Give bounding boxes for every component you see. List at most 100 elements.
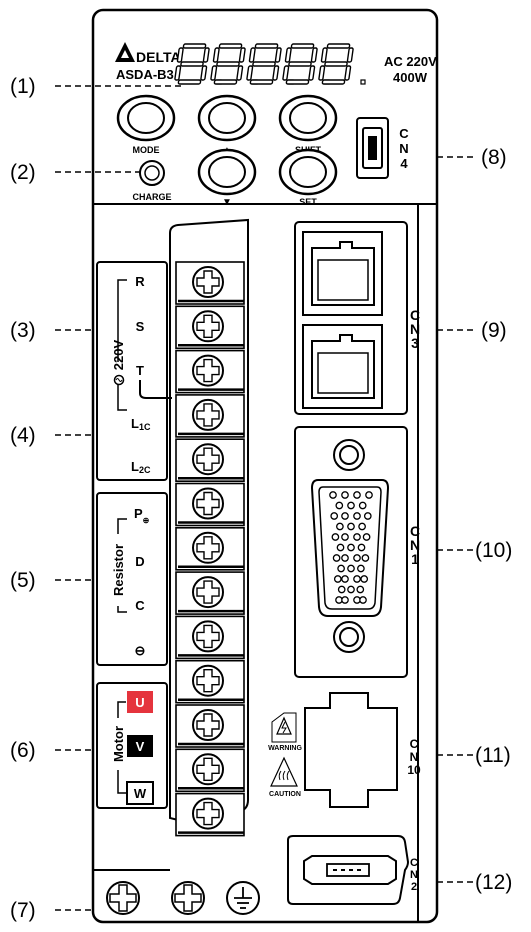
- terminal-label-minus: ⊖: [135, 643, 146, 658]
- callout-1-display: (1): [10, 75, 36, 98]
- ac-source-icon: [113, 374, 125, 386]
- cn1-pin: [347, 522, 355, 531]
- motor-u-badge: [127, 691, 153, 713]
- terminal-screws: [175, 261, 245, 837]
- terminal-screw: [175, 438, 245, 483]
- cn1-pin: [356, 585, 365, 594]
- set-key-label: SET: [299, 197, 317, 207]
- cn10-connector[interactable]: [304, 692, 398, 808]
- cn1-pins: [329, 491, 373, 604]
- cn1-pin: [329, 491, 337, 499]
- terminal-screw: [175, 305, 245, 350]
- cn1-pin: [357, 564, 365, 573]
- terminal-screw: [175, 261, 245, 305]
- callout-6-motor: (6): [10, 739, 36, 762]
- display-digit: [282, 43, 330, 85]
- shift-key[interactable]: [278, 94, 338, 142]
- cn1-pin: [336, 522, 344, 531]
- callout-8-cn4: (8): [481, 146, 507, 169]
- seven-segment-display: [174, 43, 366, 85]
- port-label-char: C: [410, 307, 420, 323]
- callout-5-regen: (5): [10, 569, 36, 592]
- terminal-label-l2c: L2C: [131, 459, 151, 475]
- cn1-pin: [335, 501, 344, 510]
- callout-4-control-power: (4): [10, 424, 36, 447]
- cn1-dsub-inner: [318, 486, 382, 610]
- cn1-pin: [341, 533, 349, 541]
- display-digit: [210, 43, 258, 85]
- regen-bracket: [117, 518, 127, 613]
- cn1-pin: [341, 554, 349, 562]
- cn1-pin: [362, 533, 371, 541]
- cn1-pin: [353, 533, 361, 541]
- regen-terminal-panel: [96, 492, 168, 666]
- cn1-pin: [333, 575, 342, 583]
- terminal-screw: [175, 615, 245, 660]
- motor-bracket: [117, 701, 126, 794]
- set-key[interactable]: [278, 148, 338, 196]
- port-label-char: N: [399, 141, 408, 156]
- rating-voltage-label: AC 220V: [384, 54, 437, 69]
- terminal-screw: [175, 704, 245, 748]
- port-label-char: 4: [400, 156, 408, 171]
- terminal-screw: [175, 526, 245, 571]
- display-digit: [174, 43, 222, 85]
- down-arrow-icon: ▼: [222, 197, 232, 208]
- callout-2-charge: (2): [10, 161, 36, 184]
- cn3-rj45-port-upper[interactable]: [302, 231, 383, 316]
- mode-key[interactable]: [116, 94, 176, 142]
- port-label-char: C: [399, 126, 409, 141]
- port-label-char: C: [410, 737, 419, 751]
- down-key[interactable]: [197, 148, 257, 196]
- caution-hot-surface-icon: [270, 756, 298, 787]
- terminal-label-l1c: L1C: [131, 416, 151, 432]
- cn1-pin: [360, 575, 369, 583]
- mode-key-label: MODE: [133, 145, 160, 155]
- cn3-rj45-port-lower[interactable]: [302, 324, 383, 409]
- cn1-pin: [341, 512, 349, 520]
- callout-leader-lines: [55, 85, 476, 911]
- terminal-label-p: P⊕: [134, 506, 150, 525]
- cn1-pin: [365, 491, 373, 499]
- cn1-pin: [332, 554, 341, 562]
- cn1-pin: [353, 491, 361, 499]
- port-label-char: C: [410, 857, 418, 869]
- charge-label: CHARGE: [132, 192, 171, 202]
- power-terminal-panel: [96, 261, 168, 481]
- cn1-pin: [337, 585, 346, 594]
- port-label-char: C: [410, 523, 420, 539]
- up-key[interactable]: [197, 94, 257, 142]
- terminal-label-c: C: [135, 598, 145, 613]
- cn1-pin: [336, 543, 345, 552]
- cn1-pin: [341, 491, 349, 499]
- terminal-label-w: W: [134, 786, 147, 801]
- ground-symbol-icon: [226, 881, 260, 915]
- port-label-char: 2: [411, 881, 417, 893]
- cn4-usb-port[interactable]: [356, 117, 389, 179]
- port-label-char: N: [410, 869, 418, 881]
- cn1-pin: [358, 522, 366, 531]
- brand-label: DELTA: [136, 49, 181, 65]
- cn1-pin: [347, 564, 355, 573]
- cn1-pin: [359, 596, 367, 604]
- terminal-screw: [175, 792, 245, 837]
- callout-11-cn10: (11): [475, 744, 511, 767]
- terminal-label-s: S: [136, 319, 145, 334]
- warning-triangle-icon: [271, 712, 297, 743]
- callout-3-power: (3): [10, 319, 36, 342]
- terminal-screw: [175, 349, 245, 394]
- cn1-pin: [347, 543, 355, 552]
- cn1-pin: [331, 533, 340, 541]
- warning-label: WARNING: [268, 745, 302, 752]
- terminal-screw: [175, 659, 245, 704]
- cn1-pin: [341, 596, 349, 604]
- port-label-char: 1: [411, 551, 419, 567]
- terminal-label-t: T: [136, 363, 144, 378]
- terminal-label-r: R: [135, 274, 145, 289]
- cn1-pin: [347, 585, 355, 594]
- cn1-pin: [330, 512, 339, 520]
- cn1-bottom-screw: [333, 621, 365, 653]
- cn1-pin: [357, 543, 366, 552]
